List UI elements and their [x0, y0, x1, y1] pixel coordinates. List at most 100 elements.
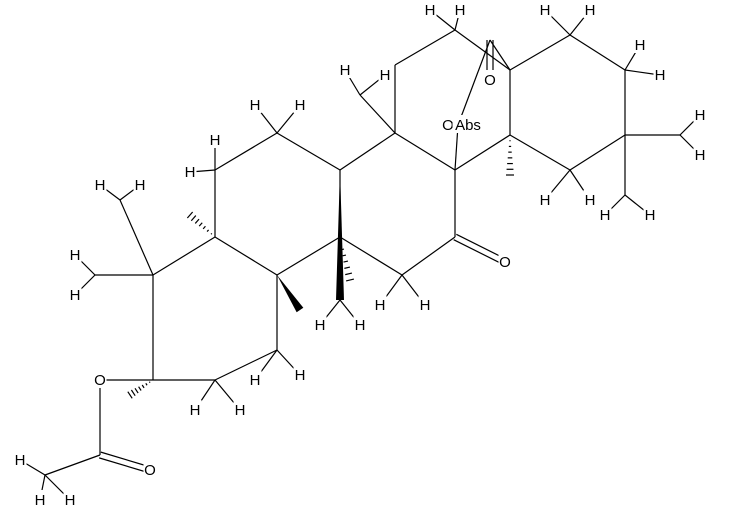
bond-c14-me14	[359, 94, 396, 134]
hydrogen-label: H	[540, 2, 551, 19]
hydrogen-label: H	[375, 297, 386, 314]
label-background	[293, 95, 307, 113]
stereo-abs-label: Abs	[455, 117, 481, 134]
bond-c28-o28	[457, 39, 491, 126]
hydrogen-label: H	[65, 492, 76, 509]
hydrogen-label: H	[600, 207, 611, 224]
label-background	[693, 145, 707, 163]
label-background	[68, 285, 82, 303]
hydrogen-label: H	[70, 247, 81, 264]
hashed-c9-h	[345, 272, 353, 276]
label-background	[33, 490, 47, 508]
hashed-c9-h	[343, 260, 349, 263]
hydrogen-label: H	[645, 207, 656, 224]
bond-c15-c16	[394, 29, 456, 66]
hydrogen-label: H	[635, 37, 646, 54]
hydrogen-label: H	[655, 67, 666, 84]
label-background	[143, 460, 157, 478]
label-background	[598, 205, 612, 223]
hashed-c5-h	[198, 222, 203, 227]
hashed-c3-h	[148, 381, 151, 383]
label-background	[133, 175, 147, 193]
label-background	[93, 370, 107, 388]
label-background	[248, 95, 262, 113]
hashed-c3-h	[145, 383, 148, 386]
hashed-c9-h	[344, 266, 351, 269]
label-background	[693, 105, 707, 123]
hydrogen-label: H	[190, 402, 201, 419]
oxygen-label: O	[484, 72, 496, 89]
label-background	[643, 205, 657, 223]
label-background	[583, 0, 597, 18]
bond-c4-me4b	[119, 199, 154, 276]
bond-c1-c2	[214, 349, 278, 381]
oxygen-label: O	[442, 117, 454, 134]
wedge-c8-methyl	[336, 170, 344, 300]
hydrogen-label: H	[585, 192, 596, 209]
hydrogen-label: H	[420, 297, 431, 314]
hashed-c9-h	[345, 278, 355, 282]
label-background	[583, 190, 597, 208]
oxygen-label: O	[499, 254, 511, 271]
label-background	[653, 65, 667, 83]
hydrogen-label: H	[35, 492, 46, 509]
label-background	[208, 130, 222, 148]
bond-c13-c14	[394, 132, 456, 171]
hydrogen-label: H	[15, 452, 26, 469]
hydrogen-label: H	[210, 132, 221, 149]
label-background	[453, 0, 467, 18]
hydrogen-label: H	[380, 67, 391, 84]
bond-layer	[19, 9, 701, 501]
label-background	[498, 252, 512, 270]
bond-c4-c5	[152, 236, 216, 276]
ketone-c12	[453, 239, 504, 266]
hashed-c3-h	[134, 387, 139, 394]
hydrogen-label: H	[235, 402, 246, 419]
hydrogen-label: H	[185, 164, 196, 181]
bond-c11-c12	[401, 236, 456, 276]
hydrogen-label: H	[585, 2, 596, 19]
hashed-c9-h	[341, 248, 345, 251]
hydrogen-label: H	[695, 107, 706, 124]
hydrogen-label: H	[250, 372, 261, 389]
carbonyl-acetate	[98, 457, 150, 474]
hydrogen-label: H	[95, 177, 106, 194]
label-background	[418, 295, 432, 313]
label-background	[183, 162, 197, 180]
bond-c5-c10	[214, 236, 278, 276]
bond-c7-c8	[276, 132, 341, 171]
label-background	[13, 450, 27, 468]
bond-c19-c20	[569, 134, 626, 171]
bond-c9-c11	[339, 236, 403, 276]
hydrogen-label: H	[355, 317, 366, 334]
label-background	[338, 60, 352, 78]
hashed-c5-h	[206, 229, 210, 232]
hashed-c9-h	[342, 254, 347, 257]
label-background	[452, 115, 484, 133]
label-background	[63, 490, 77, 508]
label-background	[353, 315, 367, 333]
hashed-c3-h	[141, 384, 145, 389]
hydrogen-label: H	[295, 97, 306, 114]
bond-c16-c17	[454, 29, 511, 71]
label-background	[538, 0, 552, 18]
label-background	[538, 190, 552, 208]
label-background	[423, 0, 437, 18]
wedge-c10-methyl	[277, 275, 304, 313]
ketone-c12	[456, 233, 507, 260]
hashed-c5-h	[202, 225, 206, 230]
label-background	[633, 35, 647, 53]
label-background	[233, 400, 247, 418]
bond-c18-c13	[454, 134, 511, 171]
bond-c9-c10	[276, 236, 341, 276]
hashed-c5-h	[190, 215, 197, 222]
hashed-c5-h	[194, 218, 200, 224]
hashed-c5-h	[210, 233, 213, 235]
bond-cac-cme	[44, 454, 101, 476]
hydrogen-label: H	[425, 2, 436, 19]
hydrogen-label: H	[540, 192, 551, 209]
hydrogen-label: H	[340, 62, 351, 79]
hydrogen-label: H	[135, 177, 146, 194]
